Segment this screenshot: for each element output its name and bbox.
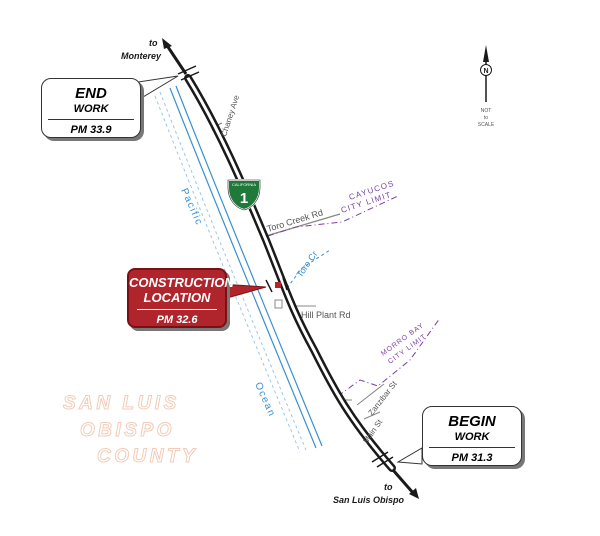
end-postmile: PM 33.9 — [70, 124, 112, 136]
end-divider — [48, 119, 134, 120]
end-subtitle: WORK — [73, 103, 109, 115]
construction-divider — [137, 309, 217, 310]
south-place-label: San Luis Obispo — [333, 495, 405, 505]
to-scale-to-label: to — [484, 115, 488, 121]
begin-title: BEGIN — [448, 413, 496, 430]
construction-marker — [265, 277, 288, 293]
hill-plant-rd-label: Hill Plant Rd — [301, 310, 351, 320]
north-place-label: Monterey — [121, 51, 162, 61]
construction-postmile: PM 32.6 — [156, 314, 198, 326]
county-line2: OBISPO — [80, 420, 175, 441]
north-arrow-letter: N — [483, 68, 488, 75]
cayucos-city-limit-line — [267, 195, 399, 237]
highway-route-1 — [184, 74, 396, 472]
end-title: END — [75, 85, 107, 102]
begin-postmile: PM 31.3 — [451, 452, 493, 464]
shield-route-number: 1 — [240, 190, 248, 207]
route-1-shield: CALIFORNIA 1 — [227, 179, 261, 212]
begin-work-box: BEGIN WORK PM 31.3 — [422, 406, 522, 466]
not-label: NOT — [481, 108, 492, 114]
construction-location-box: CONSTRUCTION LOCATION PM 32.6 — [127, 268, 234, 328]
begin-box-pointer — [396, 447, 423, 465]
north-direction-arrow — [164, 43, 188, 75]
construction-line2: LOCATION — [143, 290, 211, 305]
toro-creek-stream — [286, 249, 331, 289]
north-arrow-icon: N — [480, 45, 492, 102]
coastline — [169, 85, 323, 449]
end-box-pointer — [137, 75, 179, 101]
county-line3: COUNTY — [97, 446, 198, 467]
construction-line1: CONSTRUCTION — [129, 275, 234, 290]
south-arrow-head — [409, 488, 419, 499]
north-arrow-head — [162, 38, 172, 49]
north-to-label: to — [149, 38, 158, 48]
county-label: SAN LUIS OBISPO COUNTY — [63, 393, 198, 468]
surf-line — [154, 91, 307, 453]
toro-cr-label: Toro Cr — [294, 249, 319, 279]
begin-work-ticks — [371, 451, 394, 468]
county-line1: SAN LUIS — [63, 393, 180, 414]
chaney-ave-label: Chaney Ave — [219, 93, 241, 137]
south-to-label: to — [384, 482, 393, 492]
scale-label: SCALE — [478, 122, 495, 128]
morro-bay-city-limit-line — [337, 317, 441, 397]
ocean-label: Ocean — [252, 381, 277, 419]
south-direction-arrow — [391, 469, 416, 495]
begin-divider — [429, 447, 515, 448]
begin-subtitle: WORK — [454, 431, 490, 443]
toro-creek-rd-label: Toro Creek Rd — [266, 207, 324, 234]
end-work-box: END WORK PM 33.9 — [41, 78, 141, 138]
end-work-ticks — [177, 65, 200, 81]
shield-state-text: CALIFORNIA — [232, 182, 256, 187]
toro-creek-rd-road — [265, 213, 341, 237]
